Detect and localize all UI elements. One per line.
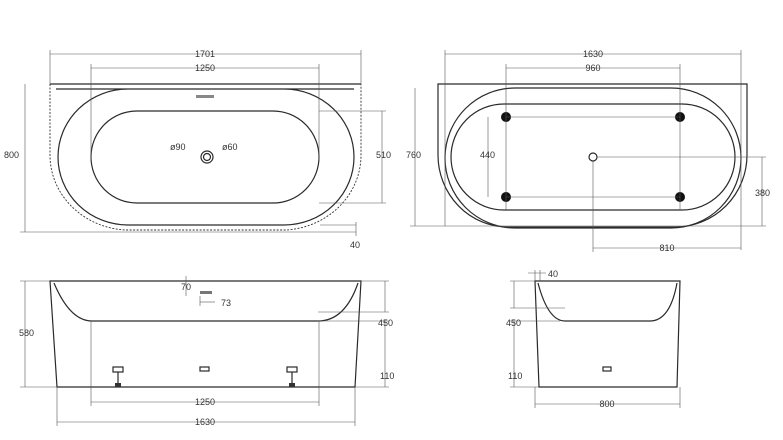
dim-wall-offset: 40 [548, 269, 558, 279]
dim-overflow-width: 73 [221, 298, 231, 308]
dim-feet-spacing-x: 960 [585, 63, 600, 73]
drain-icon [588, 152, 598, 162]
dim-depth-total: 800 [4, 150, 19, 160]
dim-height-total: 580 [19, 328, 34, 338]
dim-width-total: 1701 [195, 49, 215, 59]
dim-width-total: 800 [599, 399, 614, 409]
label-drain-inner: ø60 [222, 142, 238, 152]
dim-depth-total: 760 [406, 150, 421, 160]
foot-right [286, 366, 298, 387]
dim-base-height: 110 [508, 371, 522, 381]
dim-width-total: 1630 [583, 49, 603, 59]
overflow-icon [196, 95, 214, 98]
dim-base-height: 110 [380, 371, 394, 381]
dim-overflow-depth: 70 [181, 282, 191, 292]
top-view-right: 1630 960 760 440 380 810 [406, 49, 770, 253]
foot-left [112, 366, 124, 387]
drain-icon [200, 150, 214, 164]
dim-width-total: 1630 [195, 417, 215, 427]
dim-width-inner: 1250 [195, 63, 215, 73]
front-view: 580 450 110 70 73 1250 1630 [19, 276, 394, 427]
side-view: 40 450 110 800 [506, 269, 681, 409]
dim-drain-y: 380 [755, 188, 770, 198]
dim-feet-spacing-y: 440 [480, 150, 495, 160]
dim-basin-height: 450 [378, 318, 393, 328]
dim-feet-spacing: 1250 [195, 397, 215, 407]
top-view-left: 1701 1250 800 510 40 ø90 ø60 [4, 49, 391, 250]
dim-drain-x: 810 [659, 243, 674, 253]
basin-outline [90, 110, 320, 204]
overflow-icon [200, 291, 212, 294]
label-drain-outer: ø90 [170, 142, 186, 152]
dim-rim-offset: 40 [350, 240, 360, 250]
dim-basin-height: 450 [506, 318, 521, 328]
dim-basin-depth: 510 [376, 150, 391, 160]
